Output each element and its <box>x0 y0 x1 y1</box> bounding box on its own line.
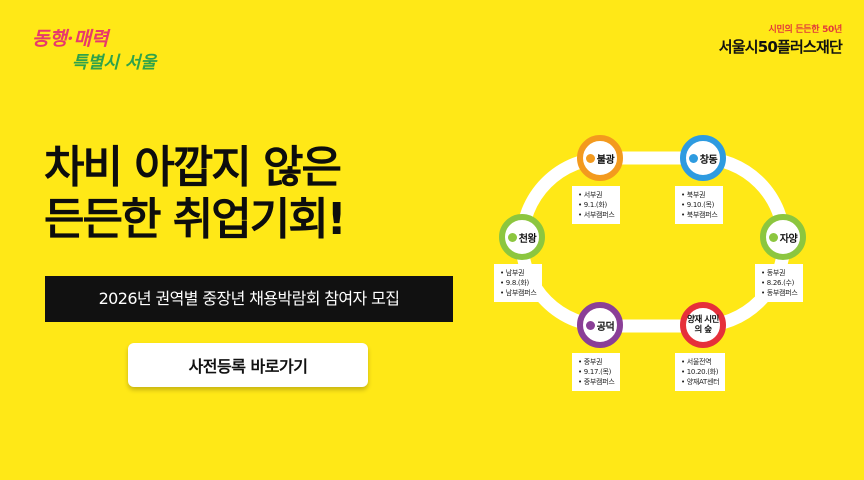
station-yangjae: 양재 시민의 숲 <box>680 302 726 348</box>
station-name: 창동 <box>699 154 718 166</box>
pre-registration-button[interactable]: 사전등록 바로가기 <box>128 343 368 387</box>
logo-line-2: 특별시 서울 <box>72 53 157 73</box>
subtitle-bar: 2026년 권역별 중장년 채용박람회 참여자 모집 <box>45 276 453 322</box>
station-name: 불광 <box>596 154 615 166</box>
station-line-icon <box>585 320 595 330</box>
station-line-icon <box>585 153 595 163</box>
info-region: 남부권 <box>500 268 536 278</box>
info-region: 서부권 <box>578 190 614 200</box>
station-bulgwang: 불광 <box>577 135 623 181</box>
foundation-tagline: 시민의 든든한 50년 <box>768 25 843 35</box>
station-gongdeok: 공덕 <box>577 302 623 348</box>
info-region: 서울전역 <box>681 357 719 367</box>
info-venue: 북부캠퍼스 <box>681 210 718 220</box>
station-changdong: 창동 <box>680 135 726 181</box>
info-date: 9.10.(목) <box>681 200 717 210</box>
info-jayang: 동부권 8.26.(수) 동부캠퍼스 <box>755 264 804 302</box>
station-name: 양재 시민의 숲 <box>687 315 719 335</box>
info-date: 9.17.(목) <box>578 367 614 377</box>
info-date: 8.26.(수) <box>761 278 797 288</box>
route-line <box>515 151 791 333</box>
station-name: 공덕 <box>596 321 615 333</box>
station-jayang: 자양 <box>760 214 806 260</box>
info-venue: 중부캠퍼스 <box>578 377 615 387</box>
info-date: 9.1.(화) <box>578 200 614 210</box>
headline-line-2: 든든한 취업기회! <box>44 194 347 245</box>
headline: 차비 아깝지 않은 든든한 취업기회! <box>44 142 464 246</box>
station-line-icon <box>507 232 517 242</box>
station-line-icon <box>768 232 778 242</box>
info-changdong: 북부권 9.10.(목) 북부캠퍼스 <box>675 186 724 224</box>
info-cheonwang: 남부권 9.8.(화) 남부캠퍼스 <box>494 264 543 302</box>
foundation-logo: 시민의 든든한 50년 서울시50플러스재단 <box>718 22 843 57</box>
foundation-name: 서울시50플러스재단 <box>718 38 843 56</box>
station-name: 자양 <box>779 233 798 245</box>
info-venue: 양재AT센터 <box>681 377 720 387</box>
info-venue: 동부캠퍼스 <box>761 288 798 298</box>
info-region: 동부권 <box>761 268 797 278</box>
headline-line-1: 차비 아깝지 않은 <box>44 142 342 193</box>
info-bulgwang: 서부권 9.1.(화) 서부캠퍼스 <box>572 186 621 224</box>
station-line-icon <box>688 153 698 163</box>
info-date: 10.20.(화) <box>681 367 719 377</box>
info-gongdeok: 중부권 9.17.(목) 중부캠퍼스 <box>572 353 621 391</box>
station-cheonwang: 천왕 <box>499 214 545 260</box>
seoul-slogan-logo: 동행·매력 특별시 서울 <box>30 24 156 74</box>
info-venue: 서부캠퍼스 <box>578 210 615 220</box>
info-region: 북부권 <box>681 190 717 200</box>
logo-line-1: 동행·매력 <box>32 28 109 50</box>
station-name: 천왕 <box>518 233 537 245</box>
info-date: 9.8.(화) <box>500 278 536 288</box>
info-region: 중부권 <box>578 357 614 367</box>
info-yangjae: 서울전역 10.20.(화) 양재AT센터 <box>675 353 726 391</box>
info-venue: 남부캠퍼스 <box>500 288 537 298</box>
